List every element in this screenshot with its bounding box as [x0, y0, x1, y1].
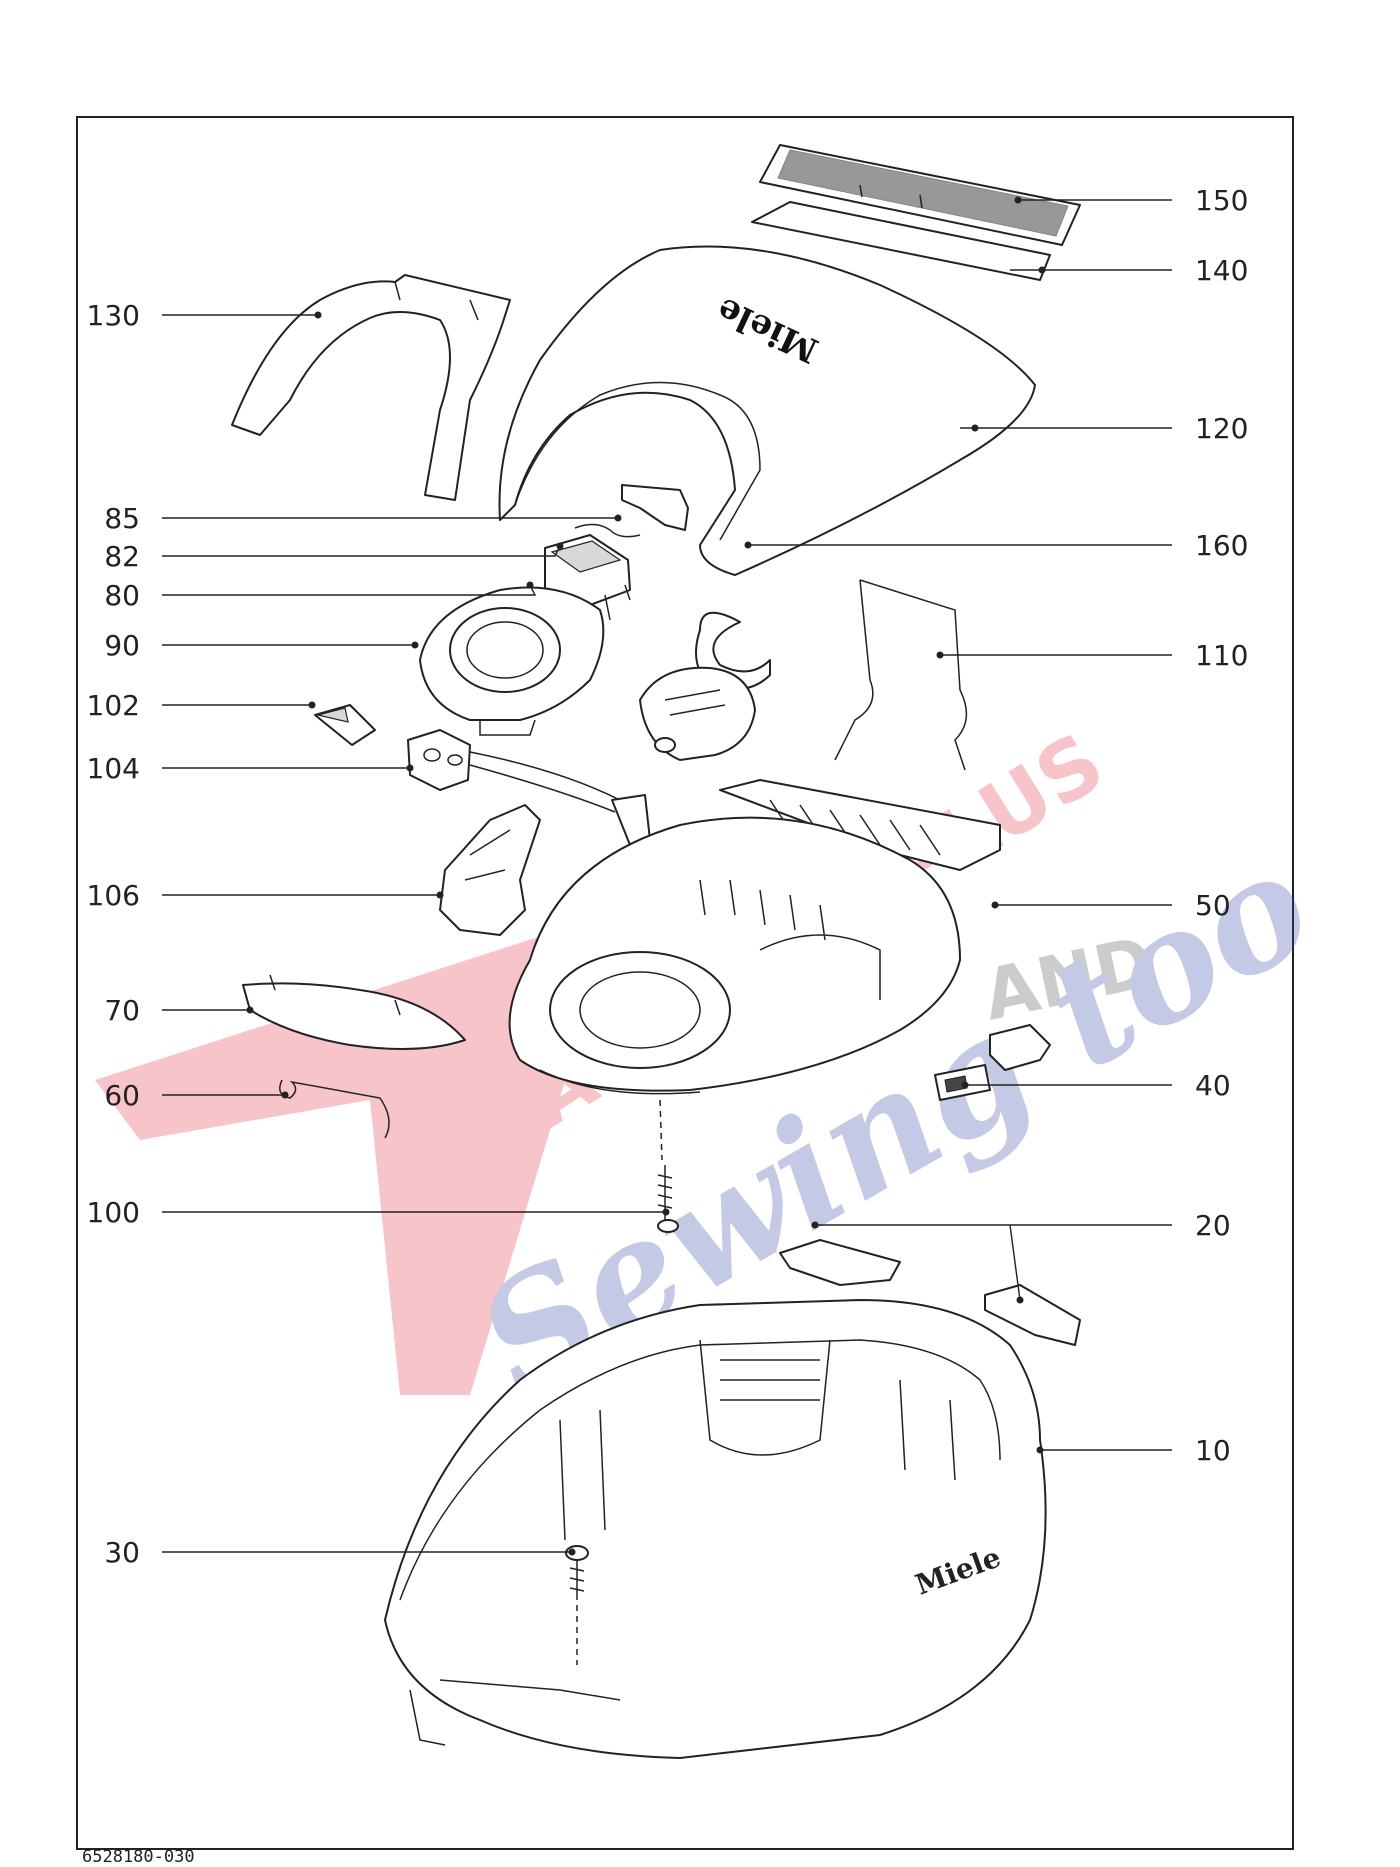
leader-dot-150: [1014, 196, 1022, 204]
motor-cover: [639, 666, 756, 761]
leader-dot-90: [411, 641, 419, 649]
part-number-50: 50: [1195, 889, 1231, 922]
callout-82: 82: [104, 540, 564, 573]
part-number-130: 130: [87, 299, 140, 332]
part-50-motor-housing: [508, 779, 1001, 1095]
part-140-filter: [751, 201, 1051, 281]
part-102-cover: [314, 704, 376, 746]
part-number-30: 30: [104, 1536, 140, 1569]
callout-40: 40: [961, 1069, 1231, 1102]
leader-dot-85: [614, 514, 622, 522]
part-85-bracket: [621, 484, 689, 531]
part-number-20: 20: [1195, 1209, 1231, 1242]
leader-dot-120: [971, 424, 979, 432]
leader-dot-160: [744, 541, 752, 549]
part-20-slides: [779, 1239, 1081, 1346]
leader-dot-82: [556, 542, 564, 550]
leader-dot-104: [406, 764, 414, 772]
part-number-104: 104: [87, 752, 140, 785]
part-number-110: 110: [1195, 639, 1248, 672]
leader-line-80: [162, 584, 537, 596]
leader-dot-40: [961, 1081, 969, 1089]
leader-dot-20: [811, 1221, 819, 1229]
part-110-wire-handle: [834, 579, 968, 771]
part-number-120: 120: [1195, 412, 1248, 445]
leader-dot-102: [308, 701, 316, 709]
part-number-90: 90: [104, 629, 140, 662]
leader-line-82: [162, 545, 561, 557]
leader-line-20-b: [1009, 1224, 1021, 1301]
callout-106: 106: [87, 879, 444, 912]
part-number-70: 70: [104, 994, 140, 1027]
part-number-60: 60: [104, 1079, 140, 1112]
part-40-latch: [934, 1024, 1051, 1101]
callout-70: 70: [104, 994, 254, 1027]
part-10-base: Miele: [384, 1299, 1047, 1759]
part-70-handle: [242, 974, 466, 1050]
document-number: 6528180-030: [82, 1847, 195, 1867]
callout-120: 120: [960, 412, 1248, 445]
leader-dot-60: [281, 1091, 289, 1099]
callout-60: 60: [104, 1079, 289, 1112]
part-number-100: 100: [87, 1196, 140, 1229]
part-number-40: 40: [1195, 1069, 1231, 1102]
part-106-bracket: [439, 804, 541, 936]
callout-102: 102: [87, 689, 316, 722]
leader-dot-110: [936, 651, 944, 659]
callout-30: 30: [104, 1536, 576, 1569]
leader-dot-30: [568, 1548, 576, 1556]
leader-dot-80: [526, 581, 534, 589]
callout-80: 80: [104, 579, 537, 612]
part-number-150: 150: [1195, 184, 1248, 217]
leader-dot-100: [662, 1208, 670, 1216]
callout-160: 160: [744, 529, 1248, 562]
part-80-switch: [544, 534, 631, 621]
callout-104: 104: [87, 752, 414, 785]
leader-dot-106: [436, 891, 444, 899]
callout-110: 110: [936, 639, 1248, 672]
leader-dot-140: [1038, 266, 1046, 274]
callout-90: 90: [104, 629, 419, 662]
part-130-arch: [231, 274, 511, 501]
part-number-102: 102: [87, 689, 140, 722]
part-82-wire: [574, 523, 641, 538]
callout-150: 150: [1014, 184, 1248, 217]
callout-140: 140: [1010, 254, 1248, 287]
part-number-160: 160: [1195, 529, 1248, 562]
leader-dot-130: [314, 311, 322, 319]
callout-85: 85: [104, 502, 622, 535]
part-number-80: 80: [104, 579, 140, 612]
callout-130: 130: [87, 299, 322, 332]
part-150-grille: [759, 144, 1081, 246]
part-90-ring: [419, 586, 605, 736]
watermark-v-shape: [95, 930, 600, 1395]
part-number-82: 82: [104, 540, 140, 573]
part-104-cable-connector: [407, 729, 651, 861]
leader-dot-50: [991, 901, 999, 909]
part-number-140: 140: [1195, 254, 1248, 287]
part-60-spring: [279, 1079, 390, 1139]
callouts: 150 140 130 120 85 82 80 160 90 110 102 104 106 50 70 4…: [87, 184, 1249, 1569]
part-100-screw: [657, 1099, 679, 1233]
leader-dot-70: [246, 1006, 254, 1014]
callout-50: 50: [991, 889, 1231, 922]
part-number-85: 85: [104, 502, 140, 535]
part-30-screw: [565, 1545, 589, 1665]
diagram-frame: [76, 116, 1294, 1850]
leader-dot-10: [1036, 1446, 1044, 1454]
part-number-10: 10: [1195, 1434, 1231, 1467]
leader-dot-20-b: [1016, 1296, 1024, 1304]
part-120-lid: Miele: [498, 245, 1036, 576]
callout-20: 20: [811, 1209, 1231, 1304]
part-number-106: 106: [87, 879, 140, 912]
callout-10: 10: [1036, 1434, 1231, 1467]
callout-100: 100: [87, 1196, 670, 1229]
